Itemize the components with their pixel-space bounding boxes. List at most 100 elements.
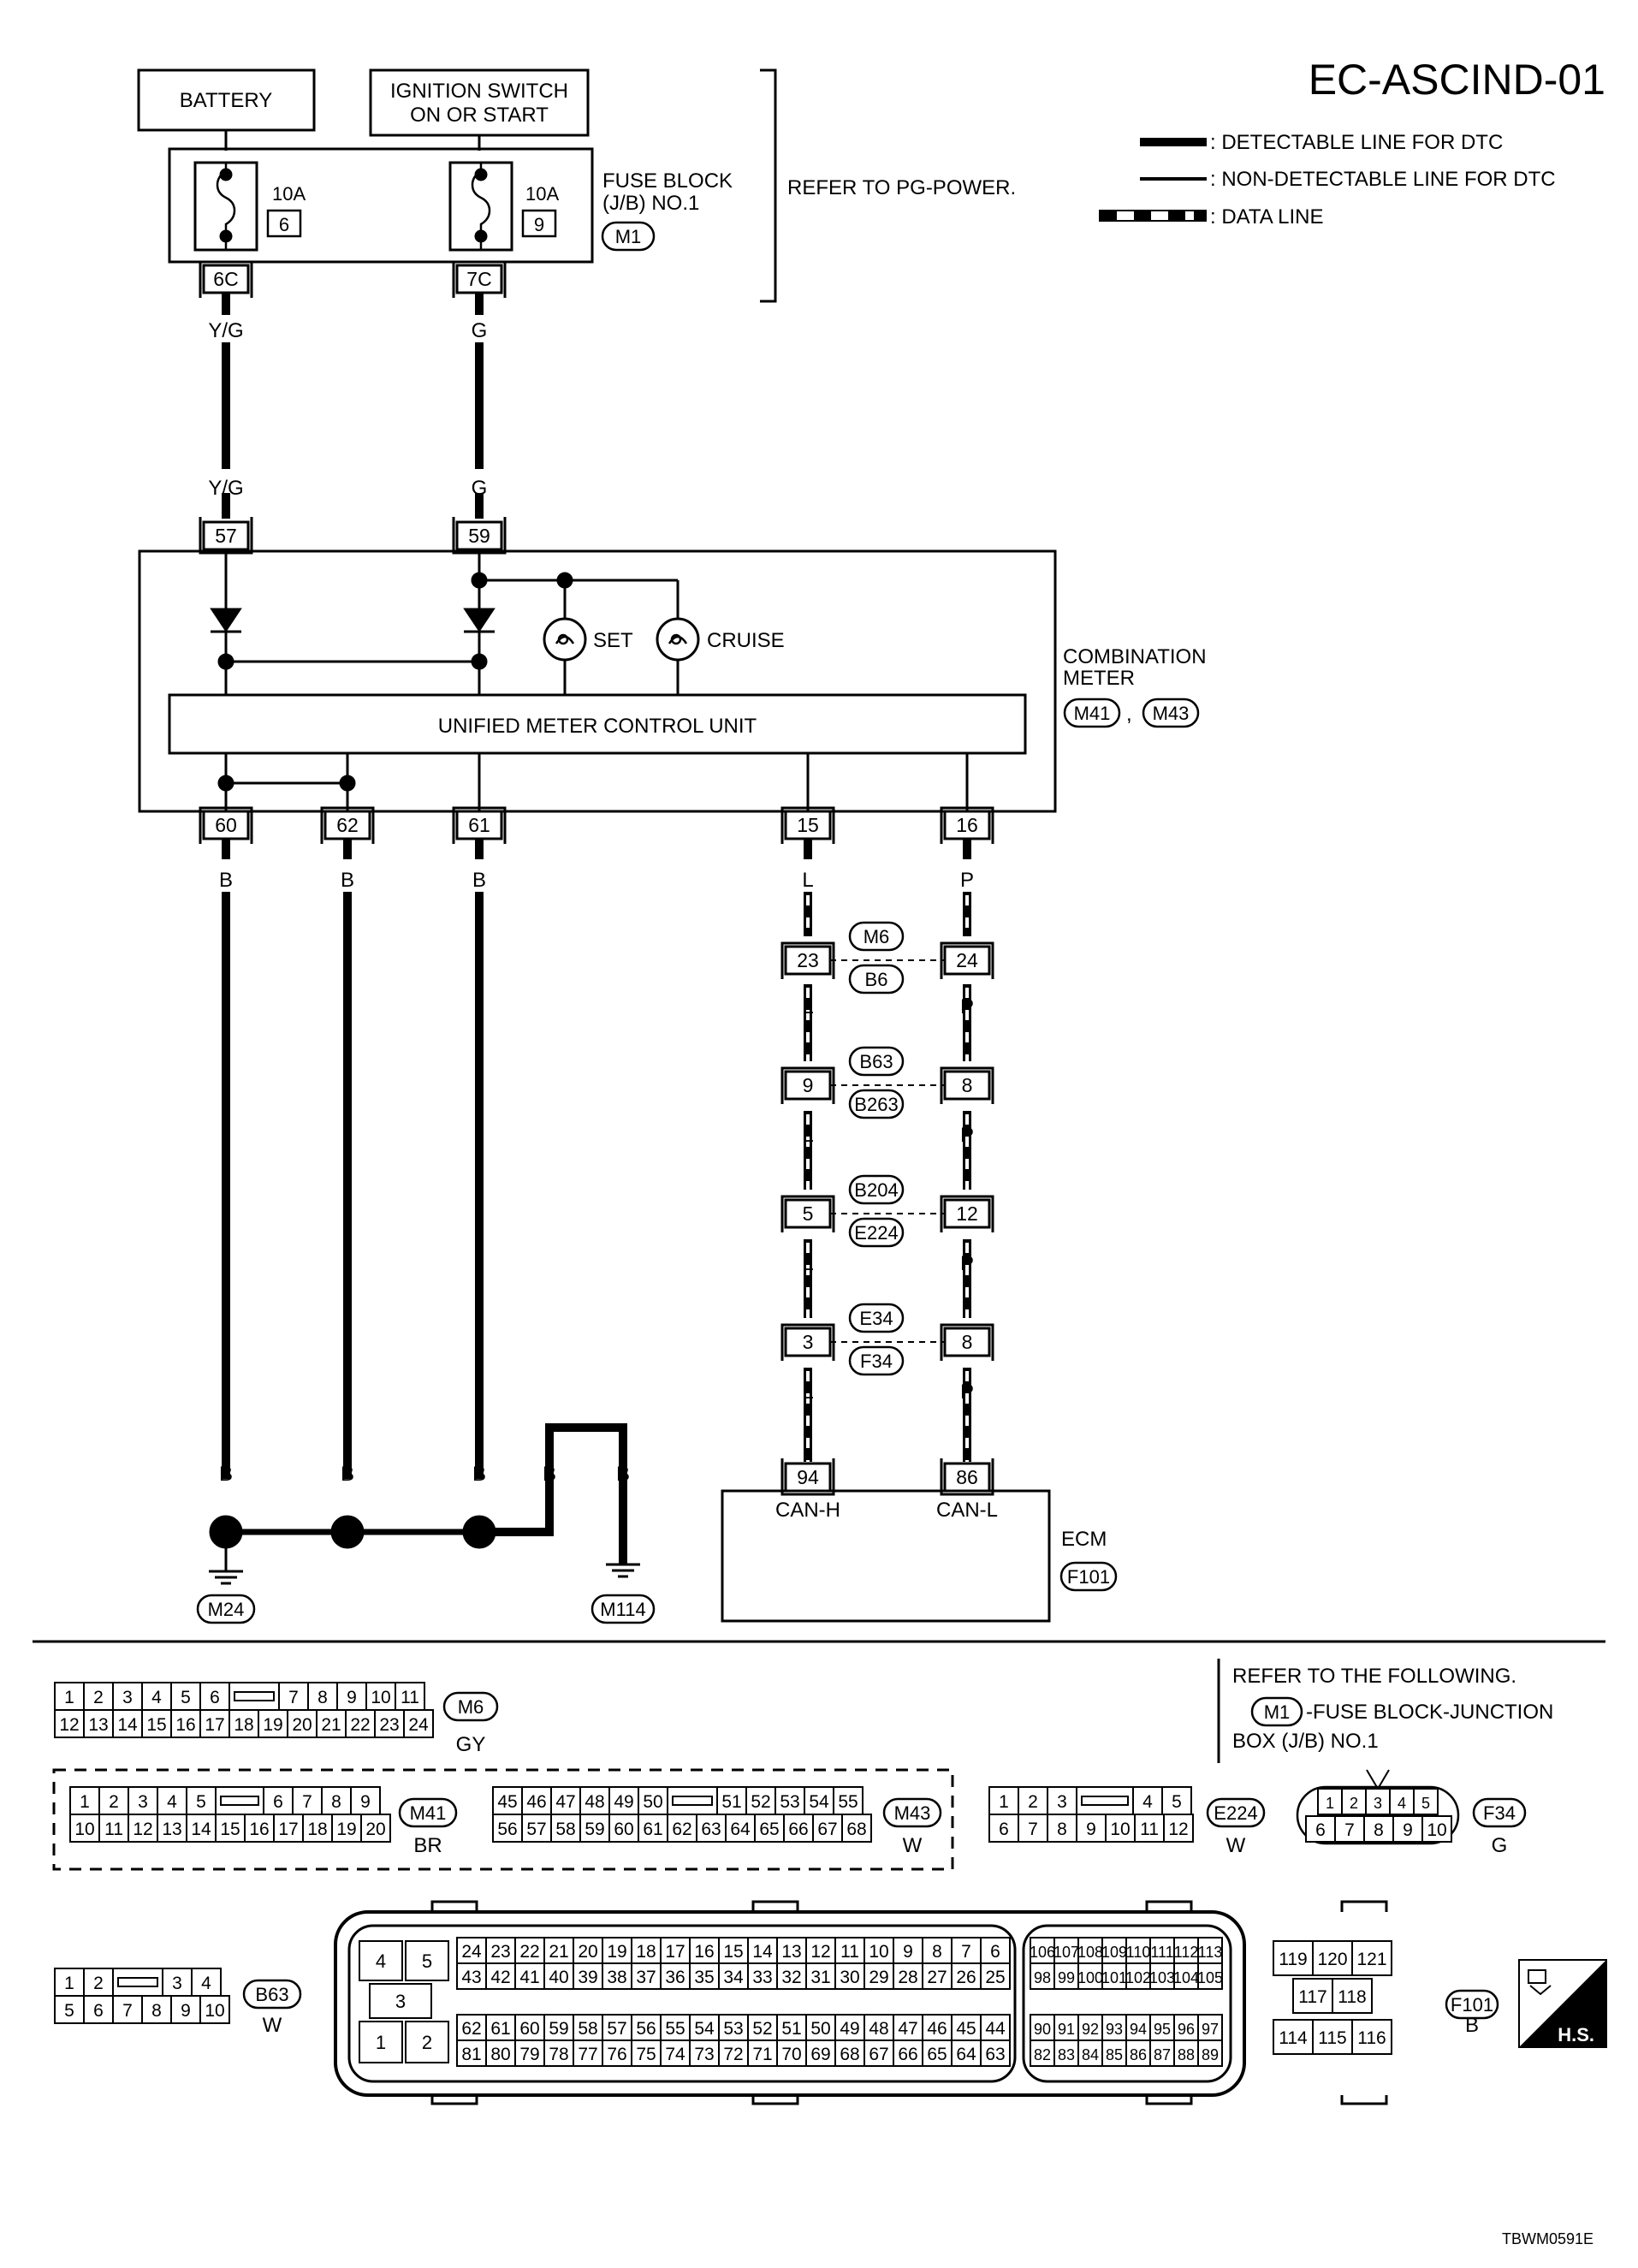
meter-connector-badge-2-text: M43: [1153, 703, 1190, 724]
f101-row10-cell: 117: [1298, 1987, 1326, 2007]
f101-a-cell: 1: [376, 2032, 386, 2053]
f101-row4-cell: 74: [665, 2045, 685, 2064]
f101-row3-cell: 47: [898, 2019, 917, 2039]
f34-face-row1-cell: 5: [1421, 1795, 1430, 1812]
m41-face-row2-cell: 13: [162, 1820, 181, 1839]
f101-row4-cell: 68: [840, 2045, 859, 2064]
f101-row3-cell: 52: [752, 2019, 772, 2039]
can-h-color-1: L: [802, 869, 813, 892]
m41-face-row2-cell: 15: [220, 1820, 240, 1839]
b63-face-row2-cell: 8: [151, 2001, 162, 2021]
meter-conn-sep: ,: [1126, 703, 1132, 726]
can-connector-4-right: 8: [940, 1323, 994, 1361]
ignition-label-2: ON OR START: [410, 104, 549, 127]
f101-row7-cell: 97: [1202, 2021, 1219, 2038]
legend-data-line: : DATA LINE: [1210, 205, 1323, 229]
f101-connector-badge-text: F101: [1451, 1994, 1493, 2016]
meter-connector-badge-2: M43: [1142, 698, 1200, 728]
m6-face-row1-cell: 10: [371, 1688, 390, 1707]
m6-face-row2-cell: 17: [205, 1715, 224, 1735]
f34-face-row2-cell: 8: [1374, 1820, 1384, 1840]
fuse-2-amp: 10A: [525, 183, 559, 205]
f101-row4-cell: 63: [985, 2045, 1005, 2064]
lamp-set-label: SET: [593, 629, 633, 652]
f101-row4-cell: 65: [927, 2045, 947, 2064]
m43-face-row1-cell: 47: [555, 1792, 575, 1812]
m41-color: BR: [413, 1834, 442, 1857]
m41-face-row1-cell: 7: [302, 1792, 312, 1812]
f101-row1-cell: 17: [665, 1942, 685, 1962]
m41-face-row1-cell: 6: [273, 1792, 283, 1812]
m6-face-row1-cell: 6: [210, 1688, 220, 1707]
fuse-block-connector-badge-text: M1: [615, 226, 642, 247]
ground-color-61-b: B: [472, 1463, 486, 1486]
ground-color-62-b: B: [341, 1463, 354, 1486]
e224-face-row2-cell: 9: [1086, 1820, 1096, 1839]
f101-row7-cell: 91: [1058, 2021, 1075, 2038]
can-connector-4-left: 3: [780, 1323, 835, 1361]
m41-face-row2-cell: 14: [191, 1820, 211, 1839]
can-connector-4-badge-top: E34: [848, 1303, 905, 1333]
f34-face-row2-cell: 7: [1344, 1820, 1355, 1840]
f101-row6-cell: 105: [1197, 1969, 1223, 1986]
m6-face-row1-cell: 3: [122, 1688, 133, 1707]
b63-color: W: [263, 2014, 282, 2037]
m43-face-row2-cell: 56: [497, 1820, 517, 1839]
m6-connector-badge: M6: [442, 1691, 499, 1722]
f101-row3-cell: 45: [956, 2019, 976, 2039]
can-connector-2-right: 8: [940, 1066, 994, 1104]
f101-row1-cell: 11: [840, 1942, 859, 1962]
m41-face-row1-cell: 3: [138, 1792, 148, 1812]
refer-connector-badge: M1: [1250, 1696, 1303, 1727]
hs-badge-icon: [1518, 1959, 1607, 2048]
f101-row2-cell: 30: [840, 1968, 859, 1987]
f101-row4-cell: 69: [810, 2045, 830, 2064]
f101-row8-cell: 85: [1106, 2046, 1123, 2063]
refer-following-3: BOX (J/B) NO.1: [1232, 1730, 1379, 1753]
fuse-block-box: [168, 147, 594, 264]
can-connector-4-badge-top-text: E34: [859, 1308, 893, 1329]
can-h-color-2: L: [802, 995, 813, 1018]
f101-row4-cell: 71: [752, 2045, 772, 2064]
f101-row10-cell: 118: [1338, 1987, 1366, 2007]
f101-connector-outline: [334, 1900, 1388, 2105]
f101-row2-cell: 38: [607, 1968, 626, 1987]
f101-row4-cell: 66: [898, 2045, 917, 2064]
e224-face-row2-cell: 8: [1057, 1820, 1067, 1839]
f101-connector-badge: F101: [1445, 1989, 1499, 2020]
f101-row3-cell: 59: [549, 2019, 568, 2039]
f101-row2-cell: 37: [636, 1968, 656, 1987]
meter-pin-15-number: 15: [797, 814, 819, 836]
ecm-pin-86-number: 86: [956, 1466, 978, 1488]
b63-face-row2-cell: 7: [122, 2001, 133, 2021]
ecm-box: [721, 1489, 1051, 1623]
meter-pin-60: 60: [199, 806, 253, 844]
m41-connector-badge-text: M41: [410, 1802, 447, 1824]
f101-a-cell: 5: [422, 1950, 432, 1972]
can-connector-4-left-number: 3: [803, 1331, 814, 1353]
f101-row3-cell: 61: [490, 2019, 510, 2039]
fuse-1-number: 6: [279, 214, 289, 235]
splice-2: [330, 1515, 365, 1549]
f101-row3-cell: 48: [869, 2019, 888, 2039]
ground-m114-badge: M114: [591, 1594, 656, 1624]
meter-pin-16: 16: [940, 806, 994, 844]
m6-face-row2-cell: 21: [321, 1715, 341, 1735]
m6-face-row1-cell: 2: [93, 1688, 104, 1707]
m43-face-row2-cell: 63: [701, 1820, 721, 1839]
ground-color-jumper-2: B: [616, 1463, 630, 1486]
e224-face-row1-cell: 3: [1057, 1792, 1067, 1812]
meter-connector-badge-1: M41: [1063, 698, 1121, 728]
f101-row1-cell: 6: [990, 1942, 1000, 1962]
ecm-connector-badge-text: F101: [1067, 1566, 1110, 1588]
ground-color-60: B: [219, 869, 233, 892]
m43-face-row2-cell: 58: [555, 1820, 575, 1839]
